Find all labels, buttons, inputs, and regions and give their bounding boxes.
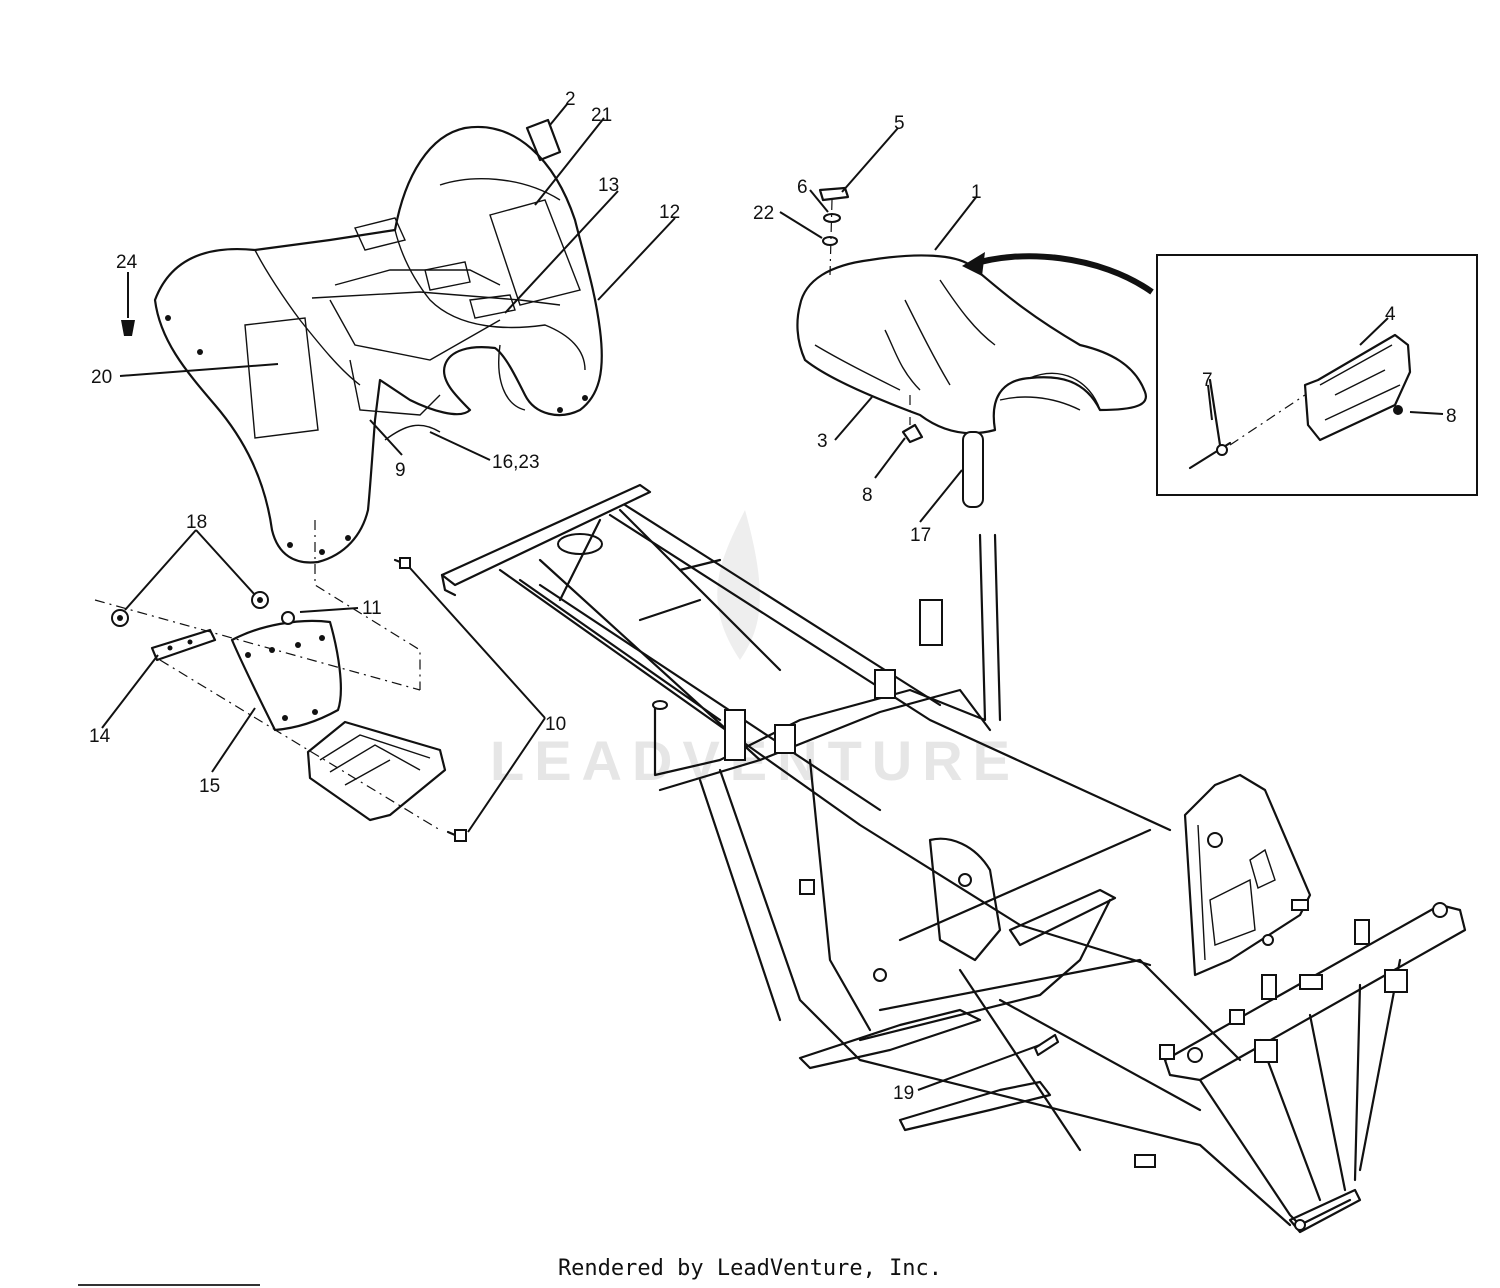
callout-6: 6	[797, 177, 808, 198]
watermark-text: LEADVENTURE	[490, 729, 1020, 792]
leader-lines	[101, 102, 1444, 1091]
callout-24: 24	[116, 252, 138, 273]
callout-10: 10	[545, 714, 566, 735]
seat	[796, 186, 1154, 444]
callout-11: 11	[362, 598, 382, 619]
frame	[440, 431, 1467, 1234]
callout-22: 22	[753, 203, 774, 224]
callout-20: 20	[91, 367, 112, 388]
callout-15: 15	[199, 776, 220, 797]
footer-credit: Rendered by LeadVenture, Inc.	[557, 1256, 943, 1281]
callout-19: 19	[893, 1083, 914, 1104]
callout-1: 1	[971, 182, 982, 203]
callout-9: 9	[395, 460, 406, 481]
callout-16-23: 16,23	[492, 452, 540, 473]
callout-17: 17	[910, 525, 931, 546]
callout-8-inset: 8	[1446, 406, 1457, 427]
callout-4: 4	[1385, 304, 1396, 325]
callout-7: 7	[1202, 370, 1213, 391]
mud-flap-assembly	[94, 557, 467, 842]
callout-13: 13	[598, 175, 619, 196]
watermark: LEADVENTURE	[490, 510, 1020, 792]
footer-rule	[78, 1284, 260, 1286]
rear-fender	[153, 125, 603, 690]
callout-14: 14	[89, 726, 111, 747]
callout-18: 18	[186, 512, 207, 533]
callout-21: 21	[591, 105, 612, 126]
callout-12: 12	[659, 202, 680, 223]
callout-2: 2	[565, 89, 576, 110]
callout-3: 3	[817, 431, 828, 452]
callout-5: 5	[894, 113, 905, 134]
callout-labels: 1 2 3 4 5 6 7 8 8 9 10 11 12 13 14 15 16…	[89, 89, 1457, 1104]
inset-detail-box	[1156, 254, 1478, 496]
decal-part	[525, 118, 562, 162]
callout-8-seat: 8	[862, 485, 873, 506]
